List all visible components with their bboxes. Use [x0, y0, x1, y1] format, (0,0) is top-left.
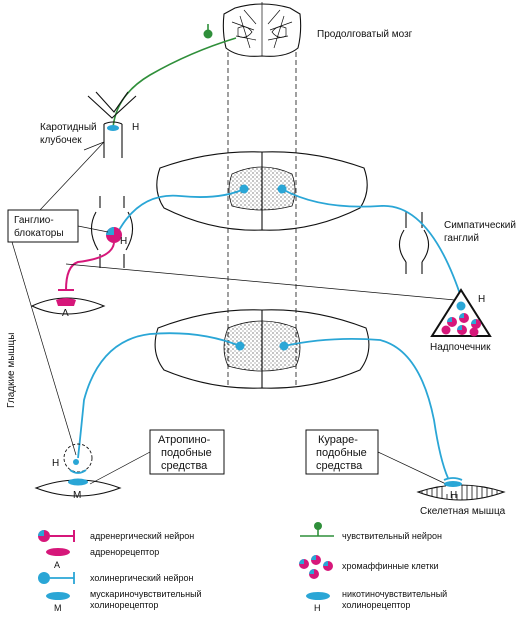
receptor-A-label: А — [62, 308, 69, 319]
legend-sensory-label: чувствительный нейрон — [342, 531, 442, 541]
carotid-body-vessel — [87, 91, 137, 158]
curare-line2: подобные — [316, 447, 367, 459]
legend-cholinergic-label: холинергический нейрон — [90, 573, 193, 583]
medulla-oblongata-section — [222, 2, 302, 57]
atropine-box — [149, 429, 225, 475]
legend-muscarinic-line2: холинорецептор — [90, 600, 158, 610]
carotid-label-line1: Каротидный — [40, 122, 97, 133]
spinal-cord-upper — [156, 151, 368, 231]
smooth-muscle-adrenoreceptor — [30, 297, 106, 315]
atropine-line3: средства — [161, 460, 208, 472]
spinal-cord-lower — [154, 309, 370, 389]
smooth-muscle-receptor-H: Н — [52, 458, 59, 469]
sensory-neuron-carotid — [112, 24, 237, 129]
ganglioblockers-box — [7, 209, 79, 243]
medulla-label: Продолговатый мозг — [317, 29, 413, 40]
ganglioblockers-line2: блокаторы — [14, 227, 64, 239]
carotid-label-line2: клубочек — [40, 134, 82, 146]
legend-adrenergic-label: адренергический нейрон — [90, 531, 194, 541]
legend-nicotinic-letter: Н — [314, 603, 321, 613]
legend-nicotinic-line1: никотиночувствительный — [342, 589, 447, 599]
legend-muscarinic-receptor-icon — [46, 592, 70, 600]
legend-cholinergic-neuron-icon — [38, 572, 75, 584]
curare-line3: средства — [316, 460, 363, 472]
receptor-M-label: М — [73, 490, 81, 501]
adrenal-gland — [430, 288, 492, 337]
skeletal-receptor-H: Н — [450, 490, 457, 501]
legend-muscarinic-letter: М — [54, 603, 62, 613]
sympathetic-label-line2: ганглий — [444, 233, 479, 244]
cholinergic-fibers — [77, 188, 463, 479]
legend-nicotinic-receptor-icon — [306, 592, 330, 600]
curare-pointer — [377, 451, 447, 485]
carotid-receptor-H: Н — [132, 122, 139, 133]
ganglion-receptor-H: Н — [120, 236, 127, 247]
adrenergic-neuron-left — [58, 227, 122, 291]
legend — [38, 522, 334, 600]
legend-adrenoreceptor-letter: А — [54, 560, 60, 570]
smooth-muscle-label: Гладкие мышцы — [6, 333, 17, 408]
atropine-pointer — [89, 451, 151, 485]
legend-sensory-neuron-icon — [300, 522, 334, 537]
legend-muscarinic-line1: мускариночувствительный — [90, 589, 202, 599]
sympathetic-ganglion — [398, 212, 430, 274]
ganglioblockers-line1: Ганглио- — [14, 215, 54, 226]
smooth-muscle-M — [34, 443, 122, 497]
curare-box — [305, 429, 379, 475]
legend-chromaffin-cells-icon — [299, 555, 333, 579]
legend-nicotinic-line2: холинорецептор — [342, 600, 410, 610]
sympathetic-label-line1: Симпатический — [444, 220, 516, 231]
carotid-pointer — [83, 141, 105, 151]
skeletal-muscle-label: Скелетная мышца — [420, 506, 506, 517]
adrenal-receptor-H: Н — [478, 294, 485, 305]
adrenal-label: Надпочечник — [430, 342, 491, 353]
curare-line1: Кураре- — [318, 434, 358, 446]
atropine-line2: подобные — [161, 447, 212, 459]
legend-adrenergic-neuron-icon — [38, 530, 75, 542]
skeletal-muscle — [416, 477, 506, 501]
ganglioblockers-pointers — [11, 141, 456, 456]
legend-adrenoreceptor-label: адренорецептор — [90, 547, 159, 557]
legend-chromaffin-label: хромаффинные клетки — [342, 561, 439, 571]
legend-adrenoreceptor-icon — [46, 548, 70, 556]
atropine-line1: Атропино- — [158, 434, 211, 446]
